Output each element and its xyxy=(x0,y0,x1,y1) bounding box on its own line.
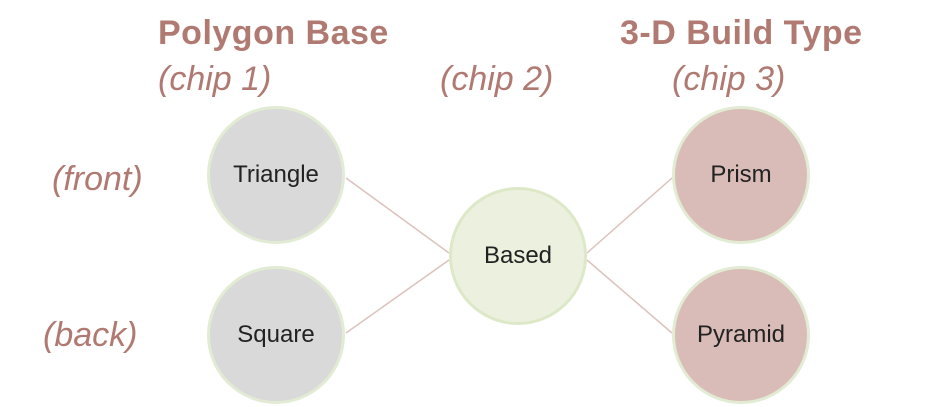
prism-label: Prism xyxy=(710,161,772,188)
front-label: (front) xyxy=(52,160,143,198)
square-node: Square xyxy=(207,266,345,404)
pyramid-label: Pyramid xyxy=(696,321,786,348)
chip3-label: (chip 3) xyxy=(672,60,786,98)
chip1-label: (chip 1) xyxy=(158,60,272,98)
square-label: Square xyxy=(237,321,315,348)
edge-based-prism xyxy=(586,177,673,254)
chip2-label: (chip 2) xyxy=(440,60,554,98)
build-type-heading: 3-D Build Type xyxy=(620,14,863,52)
edge-based-pyramid xyxy=(586,259,673,334)
back-label: (back) xyxy=(43,316,138,354)
edge-square-based xyxy=(345,259,450,334)
triangle-label: Triangle xyxy=(233,161,319,188)
based-label: Based xyxy=(483,242,553,269)
prism-node: Prism xyxy=(672,106,810,244)
edge-triangle-based xyxy=(345,177,450,254)
polygon-base-heading: Polygon Base xyxy=(158,14,389,52)
triangle-node: Triangle xyxy=(207,106,345,244)
pyramid-node: Pyramid xyxy=(672,266,810,404)
based-node: Based xyxy=(449,187,587,325)
